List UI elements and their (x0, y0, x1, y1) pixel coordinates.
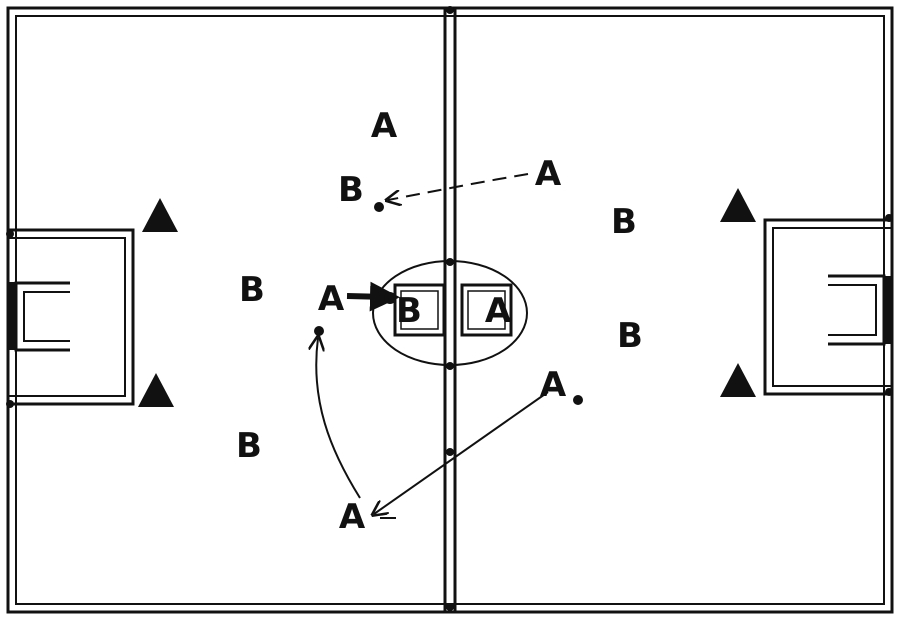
cone-icon (138, 373, 174, 407)
player-a-with-ball: A (318, 279, 345, 319)
left-goal (8, 281, 70, 352)
player-b-right-upper: B (611, 202, 637, 242)
player-b-center-box: B (396, 291, 422, 331)
ball-icon (573, 395, 583, 405)
player-a-right-lower: A (540, 365, 567, 405)
center-box-right (460, 283, 513, 337)
ball-icon (384, 292, 396, 304)
player-b-left-lower: B (236, 426, 262, 466)
player-b-right-lower: B (617, 316, 643, 356)
cone-icon (720, 363, 756, 397)
right-goal (828, 274, 892, 346)
right-penalty-area (763, 214, 893, 396)
ball-icon (374, 202, 384, 212)
player-b-left-mid: B (239, 270, 265, 310)
ball-icon (314, 326, 324, 336)
player-a-top: A (371, 106, 398, 146)
cone-icon (142, 198, 178, 232)
center-oval-zone (372, 260, 528, 366)
halfway-line (443, 6, 457, 612)
player-a-bottom: A (339, 497, 366, 537)
dribble-arrow (346, 281, 400, 312)
run-path (316, 338, 361, 499)
player-a-top-right: A (535, 154, 562, 194)
dashed-pass-arrow (388, 173, 529, 200)
player-a-center-box: A (485, 291, 512, 331)
left-penalty-area (6, 228, 135, 408)
field-boundary (6, 6, 894, 614)
pass-arrow (374, 391, 549, 514)
cone-icon (720, 188, 756, 222)
player-b-top-left: B (338, 170, 364, 210)
